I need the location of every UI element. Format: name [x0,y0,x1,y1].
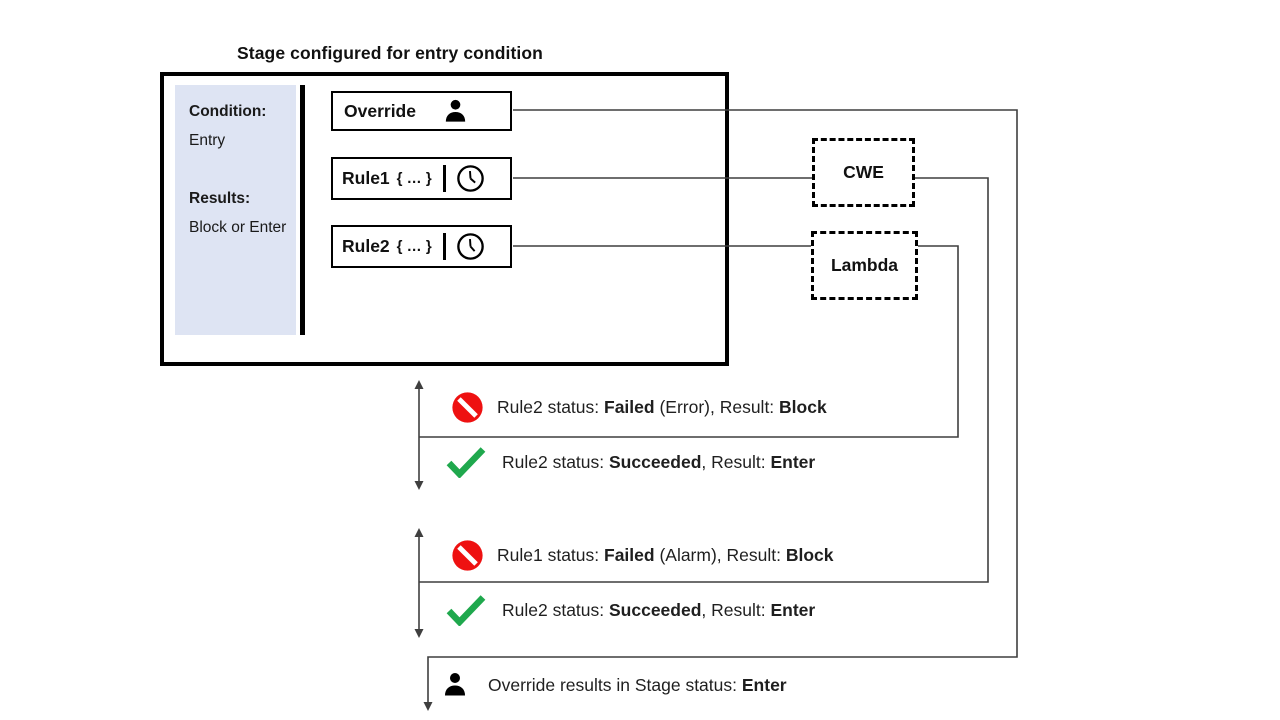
outcome-text: Rule2 status: Failed (Error), Result: Bl… [497,396,827,417]
panel-divider-bar [300,85,305,335]
results-label: Results: [189,190,251,207]
rule2-body: { … } [396,238,432,255]
separator-bar [442,233,446,260]
override-result-row: Override results in Stage status: Enter [441,667,787,703]
cwe-label: CWE [843,162,884,182]
override-node: Override [331,91,512,131]
arrowhead-up-icon [414,380,424,389]
outcome-row-rule1-failed: Rule1 status: Failed (Alarm), Result: Bl… [451,538,834,572]
check-icon [446,447,486,478]
person-icon [444,672,466,696]
lambda-label: Lambda [830,255,899,275]
panel-spacer [189,155,296,184]
no-entry-icon [452,539,483,571]
check-icon [446,595,486,626]
rule1-node: Rule1 { … } [331,157,512,200]
outcome-row-rule2-succeeded: Rule2 status: Succeeded, Result: Enter [445,593,815,627]
outcome-text: Rule2 status: Succeeded, Result: Enter [502,599,816,620]
outcome-text: Rule2 status: Succeeded, Result: Enter [502,451,816,472]
rule2-label: Rule2 [342,236,390,256]
arrowhead-down-icon [423,702,433,711]
stage-side-panel: Condition: Entry Results: Block or Enter [175,85,296,335]
clock-icon [456,165,484,192]
outcome-row-rule2-failed: Rule2 status: Failed (Error), Result: Bl… [451,390,827,424]
condition-label: Condition: [189,103,267,120]
rule1-body: { … } [396,170,432,187]
condition-value: Entry [189,132,226,149]
outcome-text: Rule1 status: Failed (Alarm), Result: Bl… [497,544,834,565]
lambda-node: Lambda [811,231,918,300]
person-icon [445,99,466,122]
separator-bar [442,165,446,192]
results-value: Block or Enter [189,219,287,236]
rule1-label: Rule1 [342,168,390,188]
diagram-title: Stage configured for entry condition [237,43,543,63]
cwe-node: CWE [812,138,915,207]
outcome-row-rule2-succeeded: Rule2 status: Succeeded, Result: Enter [445,445,815,479]
arrowhead-up-icon [414,528,424,537]
override-label: Override [344,100,416,121]
no-entry-icon [452,391,483,423]
arrowhead-down-icon [414,481,424,490]
rule2-node: Rule2 { … } [331,225,512,268]
clock-icon [456,233,484,260]
arrowhead-down-icon [414,629,424,638]
outcome-text: Override results in Stage status: Enter [488,674,787,695]
